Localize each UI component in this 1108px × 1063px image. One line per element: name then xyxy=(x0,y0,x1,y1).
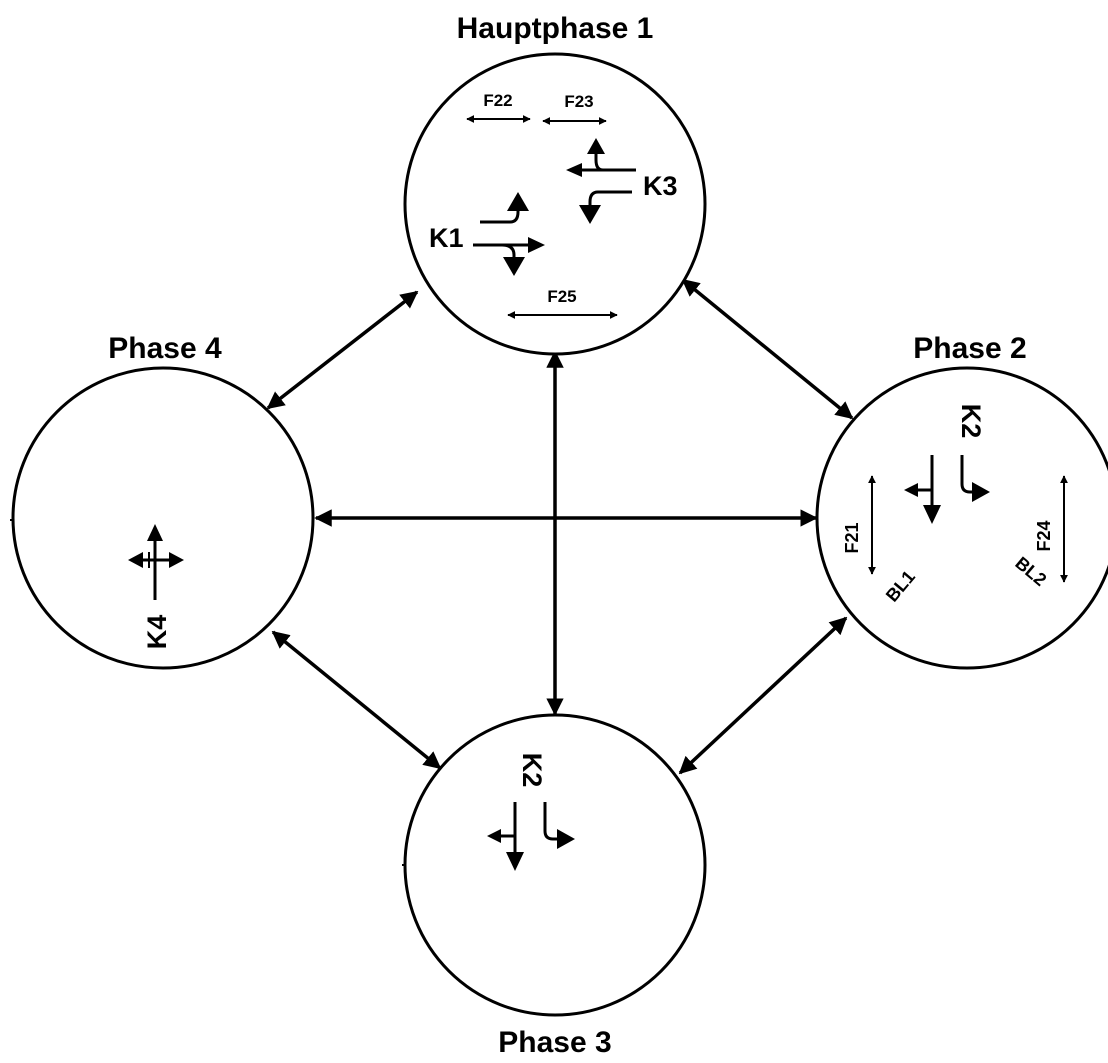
phase-4-circle xyxy=(11,366,315,670)
hauptphase-1-circle xyxy=(403,52,707,356)
label-k2-phase-2: K2 xyxy=(956,404,986,439)
label-f24: F24 xyxy=(1034,520,1054,551)
transition-h1-p2 xyxy=(681,278,854,420)
label-k4: K4 xyxy=(142,615,172,650)
label-k1: K1 xyxy=(429,223,464,253)
label-f22: F22 xyxy=(483,91,512,110)
phase-2-circle xyxy=(815,366,1108,670)
k1-left-turn-arrow-icon xyxy=(480,192,529,224)
phase-3-node: K2 Phase 3 xyxy=(402,713,707,1059)
phase-4-node: Phase 4 K4 xyxy=(10,332,315,670)
transition-h1-p4 xyxy=(266,290,419,410)
transition-p4-p3 xyxy=(271,630,442,770)
phase-3-title: Phase 3 xyxy=(498,1026,611,1059)
k3-right-turn-arrow-icon xyxy=(579,190,632,224)
hauptphase-1-node: Hauptphase 1 F22 F23 K3 K1 xyxy=(403,12,707,356)
k4-all-directions-arrow-icon xyxy=(128,524,184,600)
label-k2-phase-3: K2 xyxy=(517,753,547,788)
label-k3: K3 xyxy=(643,171,678,201)
label-f23: F23 xyxy=(564,92,593,111)
phase-2-node: Phase 2 K2 F21 BL1 F24 BL2 xyxy=(815,332,1108,670)
k1-straight-right-arrow-icon xyxy=(473,237,545,276)
phase-2-title: Phase 2 xyxy=(913,332,1026,365)
phase-4-title: Phase 4 xyxy=(108,332,222,365)
k2-phase-3-arrows-icon xyxy=(487,802,575,871)
k3-left-arrow-icon xyxy=(566,138,636,177)
phase-3-circle xyxy=(403,713,707,1017)
transition-p2-p3 xyxy=(678,616,848,775)
label-f25: F25 xyxy=(547,287,576,306)
hauptphase-1-title: Hauptphase 1 xyxy=(457,12,654,45)
k2-phase-2-arrows-icon xyxy=(904,455,990,524)
label-f21: F21 xyxy=(842,522,862,553)
